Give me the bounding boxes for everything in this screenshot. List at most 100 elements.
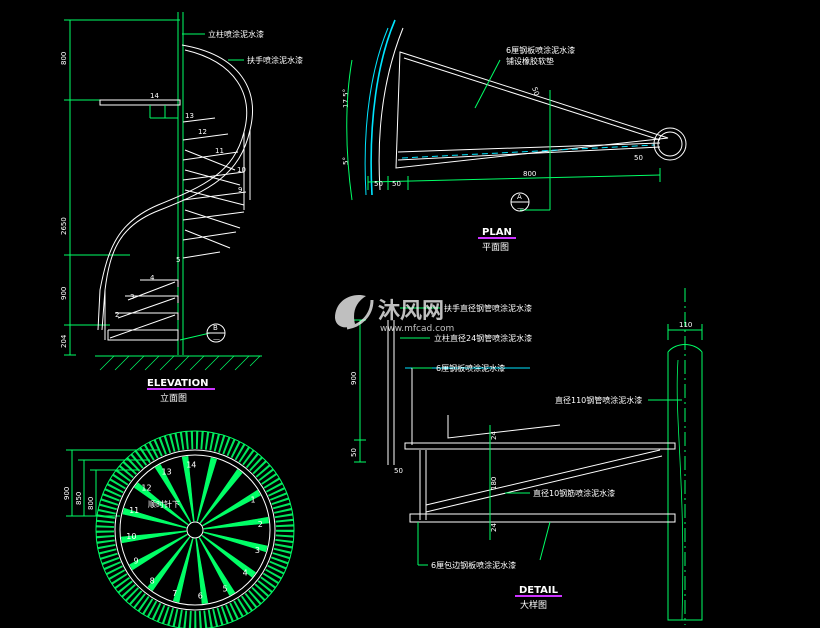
elevation-step-9: 9 — [238, 186, 242, 194]
circle-center-post — [186, 521, 204, 539]
detail-bottom-plate — [409, 513, 676, 523]
detail-column — [667, 344, 703, 621]
plan-note-pad: 铺设橡胶软垫 — [506, 56, 554, 66]
section-mark-b-sub: — — [213, 335, 220, 343]
circle-step-number: 8 — [150, 577, 155, 586]
circle-step-number: 9 — [134, 557, 139, 566]
note-post-paint: 立柱喷涂泥水漆 — [208, 29, 264, 39]
detail-note-rebar: 直径10钢筋喷涂泥水漆 — [533, 488, 615, 498]
circle-tread — [195, 538, 209, 605]
circle-step-number: 10 — [126, 532, 136, 541]
circle-step-number: 2 — [258, 520, 263, 529]
plan-dim-50-d: 50 — [530, 86, 541, 97]
elevation-step-10: 10 — [237, 166, 246, 174]
elevation-view: 800 2650 900 204 — [60, 12, 303, 404]
watermark: 沐风网 www.mfcad.com — [335, 294, 454, 334]
circle-step-number: 3 — [255, 546, 260, 555]
detail-dim-900: 900 — [350, 372, 358, 385]
elevation-step-14: 14 — [150, 92, 159, 100]
elevation-treads — [107, 117, 247, 341]
elevation-step-5: 5 — [176, 256, 180, 264]
circle-tread — [196, 457, 218, 522]
circle-tread — [154, 464, 192, 523]
plan-dim-angle-1: 17.5° — [342, 89, 350, 108]
elevation-step-3: 3 — [130, 293, 134, 301]
elevation-dim-800: 800 — [60, 52, 68, 65]
circle-step-number: 13 — [162, 468, 172, 477]
detail-note-post-pipe: 立柱直径24钢管喷涂泥水漆 — [434, 333, 532, 343]
circle-tread — [181, 455, 195, 522]
elevation-title: ELEVATION — [147, 378, 208, 389]
detail-note-edge-plate: 6厘包边钢板喷涂泥水漆 — [431, 560, 516, 570]
plan-dim-50-c: 50 — [634, 154, 643, 162]
elevation-subtitle: 立面图 — [160, 392, 187, 404]
circle-step-number: 14 — [186, 460, 196, 469]
elevation-step-4: 4 — [150, 274, 155, 282]
elevation-dim-2650: 2650 — [60, 217, 68, 235]
circle-step-number: 6 — [198, 592, 203, 601]
circle-tread — [129, 533, 188, 571]
detail-subtitle: 大样图 — [520, 599, 547, 611]
elevation-dim-900: 900 — [60, 287, 68, 300]
plan-dim-800: 800 — [523, 170, 536, 178]
plan-dim-50-b: 50 — [392, 180, 401, 188]
watermark-logo-icon — [335, 294, 374, 330]
circle-direction-note: 顺时针下 — [148, 499, 180, 509]
watermark-brand: 沐风网 — [378, 299, 444, 324]
detail-view: 110 900 50 50 24 180 24 扶手直径钢管喷涂泥水漆 立柱直径… — [350, 288, 703, 625]
section-mark-a-letter: A — [517, 193, 522, 201]
circle-step-number: 5 — [223, 585, 228, 594]
circle-step-number: 11 — [129, 506, 139, 515]
circle-dim-900: 900 — [63, 487, 71, 500]
circle-tread — [203, 516, 270, 530]
detail-rebar — [425, 449, 661, 506]
circle-tread — [120, 530, 187, 544]
section-mark-a-sub: — — [517, 204, 524, 212]
circle-hatch-ring — [96, 431, 294, 628]
plan-column — [653, 127, 687, 161]
note-handrail-paint: 扶手喷涂泥水漆 — [247, 55, 303, 65]
plan-view: 50 50 50 800 50 17.5° 5° 6厘钢板喷涂泥水漆 铺设橡胶软… — [342, 19, 687, 253]
circle-tread — [201, 534, 257, 578]
detail-title: DETAIL — [519, 585, 559, 596]
detail-note-plate: 6厘钢板喷涂泥水漆 — [436, 363, 505, 373]
circle-dim-850: 850 — [75, 492, 83, 505]
circle-tread — [198, 537, 236, 596]
elevation-ground-hatch — [99, 355, 261, 371]
plan-dim-50-a: 50 — [374, 180, 383, 188]
elevation-step-12: 12 — [198, 128, 207, 136]
plan-title: PLAN — [482, 227, 512, 238]
circle-step-number: 1 — [251, 496, 256, 505]
circle-tread — [133, 482, 189, 526]
circle-treads — [120, 455, 270, 605]
detail-dim-110: 110 — [679, 321, 692, 329]
detail-dim-50-a: 50 — [350, 448, 358, 457]
circle-inner-rail — [114, 449, 276, 611]
plan-dim-line — [367, 174, 661, 183]
top-landing — [99, 99, 181, 106]
detail-dim-180: 180 — [490, 477, 498, 490]
detail-top-plate — [404, 442, 676, 450]
plan-note-plate: 6厘钢板喷涂泥水漆 — [506, 45, 575, 55]
section-mark-b-letter: B — [213, 324, 218, 332]
elevation-dim-204: 204 — [60, 334, 68, 348]
elevation-step-11: 11 — [215, 147, 224, 155]
circle-tread — [122, 507, 187, 529]
circle-tread — [203, 531, 268, 553]
detail-dim-50-b: 50 — [394, 467, 403, 475]
circle-step-number: 4 — [243, 568, 248, 577]
elevation-handrail — [101, 44, 253, 331]
elevation-step-2: 2 — [115, 311, 119, 319]
plan-curved-rail — [370, 19, 396, 196]
detail-dim-24-a: 24 — [490, 431, 498, 440]
watermark-url: www.mfcad.com — [380, 324, 454, 334]
elevation-step-13: 13 — [185, 112, 194, 120]
circle-tread — [147, 536, 191, 592]
circle-tread — [199, 468, 243, 524]
circle-step-number: 12 — [141, 484, 151, 493]
circle-step-number: 7 — [172, 589, 177, 598]
detail-dim-24-b: 24 — [490, 523, 498, 532]
circle-dim-800: 800 — [87, 497, 95, 510]
